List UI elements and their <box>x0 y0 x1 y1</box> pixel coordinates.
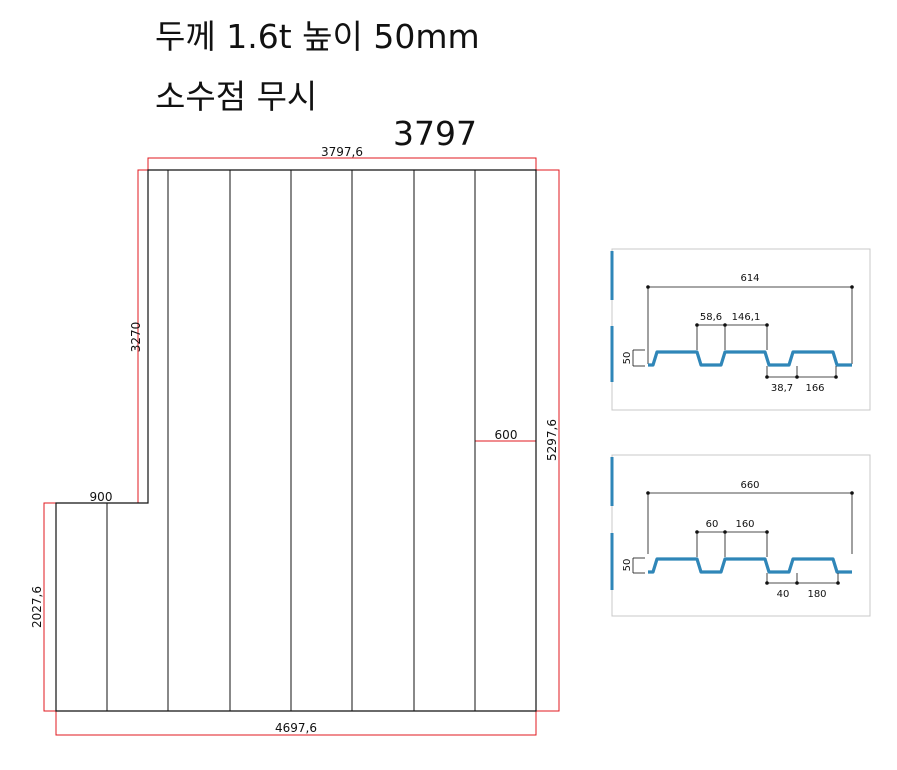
right-height-dimension-line <box>536 169 560 712</box>
top-width-label: 3797,6 <box>321 145 363 159</box>
upper-height-label: 3270 <box>129 322 143 353</box>
lower-height-label: 2027,6 <box>30 586 44 628</box>
profile-pitch-label: 160 <box>735 519 754 530</box>
right-height-label: 5297,6 <box>545 419 559 461</box>
lower-height-dimension-line <box>43 502 56 712</box>
profile-height-label: 50 <box>622 352 633 365</box>
profile-shape <box>648 557 852 574</box>
step-width-label: 900 <box>90 490 113 504</box>
overall-width-label: 3797 <box>393 114 477 153</box>
bottom-dimension-line <box>55 711 537 736</box>
roof-outline <box>55 169 537 712</box>
profile-flat-label: 180 <box>807 589 826 600</box>
profile-shape <box>648 350 852 367</box>
profile-height-label: 50 <box>622 559 633 572</box>
plan-view: 3797,6 3270 900 5297,6 600 2027,6 4697,6 <box>30 145 560 736</box>
profile-rib-top-label: 58,6 <box>700 312 722 323</box>
profile-frame <box>611 248 871 411</box>
profile-diagram-1: 614 58,6 146,1 50 38,7 166 <box>610 248 871 411</box>
profile-pitch-label: 146,1 <box>732 312 761 323</box>
thickness-height-note: 두께 1.6t 높이 50mm <box>155 17 480 56</box>
profile-frame <box>611 454 871 617</box>
decimal-note: 소수점 무시 <box>155 77 317 116</box>
profile-rib-bottom-label: 40 <box>777 589 790 600</box>
panel-offset-label: 600 <box>495 428 518 442</box>
bottom-width-label: 4697,6 <box>275 721 317 735</box>
profile-overall-width-label: 660 <box>740 480 759 491</box>
profile-rib-top-label: 60 <box>706 519 719 530</box>
top-dimension-line <box>147 157 537 170</box>
profile-flat-label: 166 <box>805 383 824 394</box>
profile-diagram-2: 660 60 160 50 40 180 <box>610 454 871 617</box>
profile-overall-width-label: 614 <box>740 273 759 284</box>
profile-rib-bottom-label: 38,7 <box>771 383 793 394</box>
